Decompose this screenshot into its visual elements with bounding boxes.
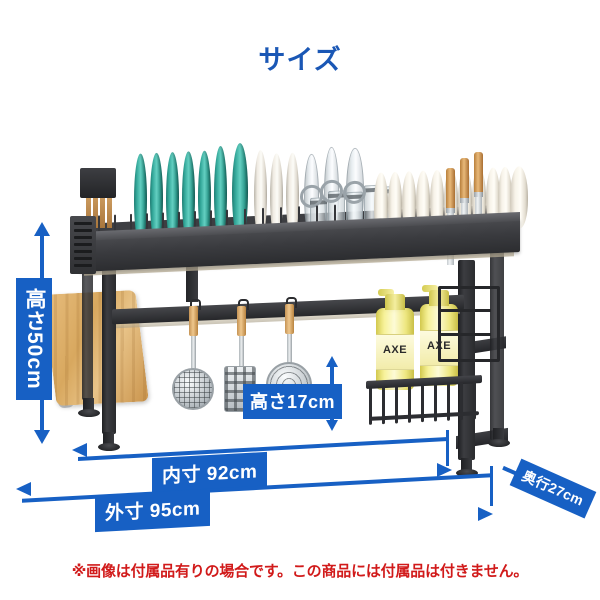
leg-left-front <box>102 260 116 434</box>
page-title: サイズ <box>258 45 342 75</box>
utensil-handle <box>285 304 294 334</box>
utensil-hook-icon <box>286 297 297 308</box>
arrow-head-up <box>34 222 50 236</box>
foot-pad <box>456 469 478 477</box>
knife-holder <box>438 260 500 362</box>
bottle-brand: AXE <box>382 344 408 356</box>
utensil-holder <box>80 168 116 198</box>
wire-basket <box>366 374 482 427</box>
arrow-head-left <box>16 482 31 496</box>
disclaimer-note: ※画像は付属品有りの場合です。この商品には付属品は付きません。 <box>71 563 529 580</box>
foot-pad <box>78 409 100 417</box>
knife-handle <box>446 168 455 208</box>
knife-collar <box>446 208 455 213</box>
center-support-post <box>186 262 198 302</box>
detergent-bottle: AXE <box>376 289 414 390</box>
foot-stem <box>493 428 504 441</box>
arrow-head-right <box>437 463 452 477</box>
foot-stem <box>461 458 472 471</box>
dimension-riser <box>490 466 493 506</box>
shelf-end-cap <box>70 216 96 274</box>
chopsticks <box>84 172 118 228</box>
utensil-shaft <box>191 336 196 372</box>
knife-collar <box>460 198 469 203</box>
knife-holder-cage <box>438 286 500 362</box>
cutting-board <box>43 290 149 406</box>
arrow-head-up <box>326 356 338 367</box>
arrow-head-left <box>72 443 87 457</box>
knife-collar <box>474 192 483 197</box>
dimension-riser <box>446 430 449 466</box>
bottle-nozzle <box>378 289 394 296</box>
leg-left-back <box>82 250 93 400</box>
utensil-hook-icon <box>190 299 201 310</box>
utensil-handle <box>189 306 198 336</box>
knife-handle <box>474 152 483 192</box>
bottle-cap <box>385 294 405 310</box>
knife-handle <box>460 158 469 198</box>
utensil-hook-icon <box>238 299 249 310</box>
skimmer-head <box>172 368 214 410</box>
dish-rack: AXE AXE <box>43 110 538 490</box>
arrow-head-down <box>326 420 338 431</box>
dimension-label-width-outer: 外寸 95cm <box>95 488 211 533</box>
foot-stem <box>83 398 94 411</box>
utensil-shaft <box>239 336 244 372</box>
foot-stem <box>103 432 114 445</box>
arrow-head-right <box>478 507 493 521</box>
utensil-handle <box>237 306 246 336</box>
foot-pad <box>98 443 120 451</box>
dimension-label-height-total: 高さ50cm <box>16 278 52 400</box>
bottle-nozzle <box>422 285 438 292</box>
foot-pad <box>488 439 510 447</box>
arrow-head-down <box>34 430 50 444</box>
dimension-label-height-clearance: 高さ17cm <box>243 384 343 419</box>
bottle-label: AXE <box>376 334 414 370</box>
utensil-shaft <box>287 334 292 370</box>
basket-bars <box>369 381 479 427</box>
